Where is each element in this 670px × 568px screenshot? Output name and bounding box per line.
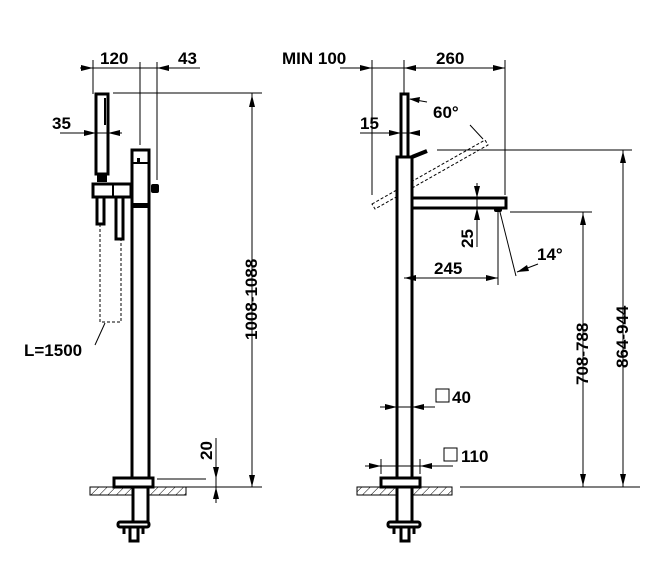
dim-lever-width: 15 [360,114,379,133]
dim-knob-depth: 43 [178,49,197,68]
faucet-body [130,148,151,482]
dim-handshower-width: 35 [52,114,71,133]
floor-flange [379,476,422,489]
handshower [94,92,110,176]
dim-outlet-height: 708-788 [573,323,592,385]
faucet-body [395,155,414,480]
dim-total-height: 1008-1088 [242,259,261,340]
front-view: MIN 100 260 60° 15 864-944 708- [282,49,640,543]
dim-spout-angle: 14° [537,245,563,264]
side-view: 120 43 35 L=1500 1008-1088 [24,49,262,543]
dim-spout-reach: 260 [436,49,464,68]
square-section-icon [435,388,450,403]
dim-lever-angle: 60° [433,103,459,122]
diverter-knob [151,184,159,193]
spout [410,196,508,210]
dim-handshower-offset: 120 [100,49,128,68]
dim-spout-height: 25 [458,229,477,248]
dim-spout-projection: 245 [434,259,462,278]
lever-tilted-position [371,139,489,210]
dim-base-section: 110 [461,447,488,466]
dim-hose-length: L=1500 [24,341,82,360]
dim-pipe-section: 40 [452,388,471,407]
square-section-icon [443,447,458,462]
dim-min-wall: MIN 100 [282,49,346,68]
floor-flange [112,476,155,489]
dim-lever-height: 864-944 [613,305,632,368]
hose [99,224,122,323]
dim-flange-height: 20 [197,441,216,460]
